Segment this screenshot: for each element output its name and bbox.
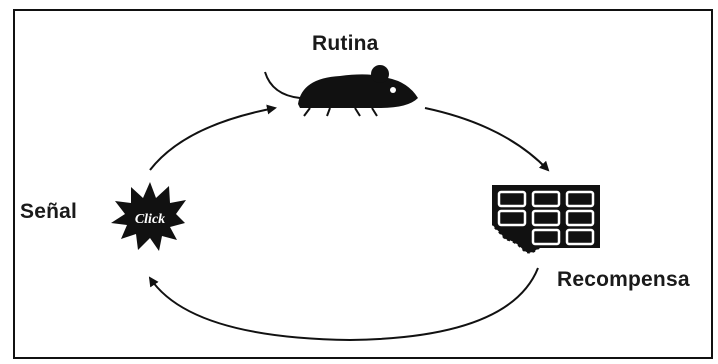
- arrow-routine-to-reward: [424, 107, 550, 172]
- click-burst-icon: Click: [111, 182, 186, 251]
- cue-label: Señal: [20, 200, 78, 223]
- arrow-cue-to-routine: [149, 104, 277, 171]
- chocolate-bar-icon: [491, 185, 600, 255]
- arrow-reward-to-cue: [148, 267, 539, 342]
- reward-label: Recompensa: [557, 268, 690, 291]
- click-text: Click: [135, 212, 165, 227]
- routine-label: Rutina: [312, 32, 379, 55]
- mouse-icon: [264, 65, 418, 117]
- diagram-frame: [13, 9, 713, 359]
